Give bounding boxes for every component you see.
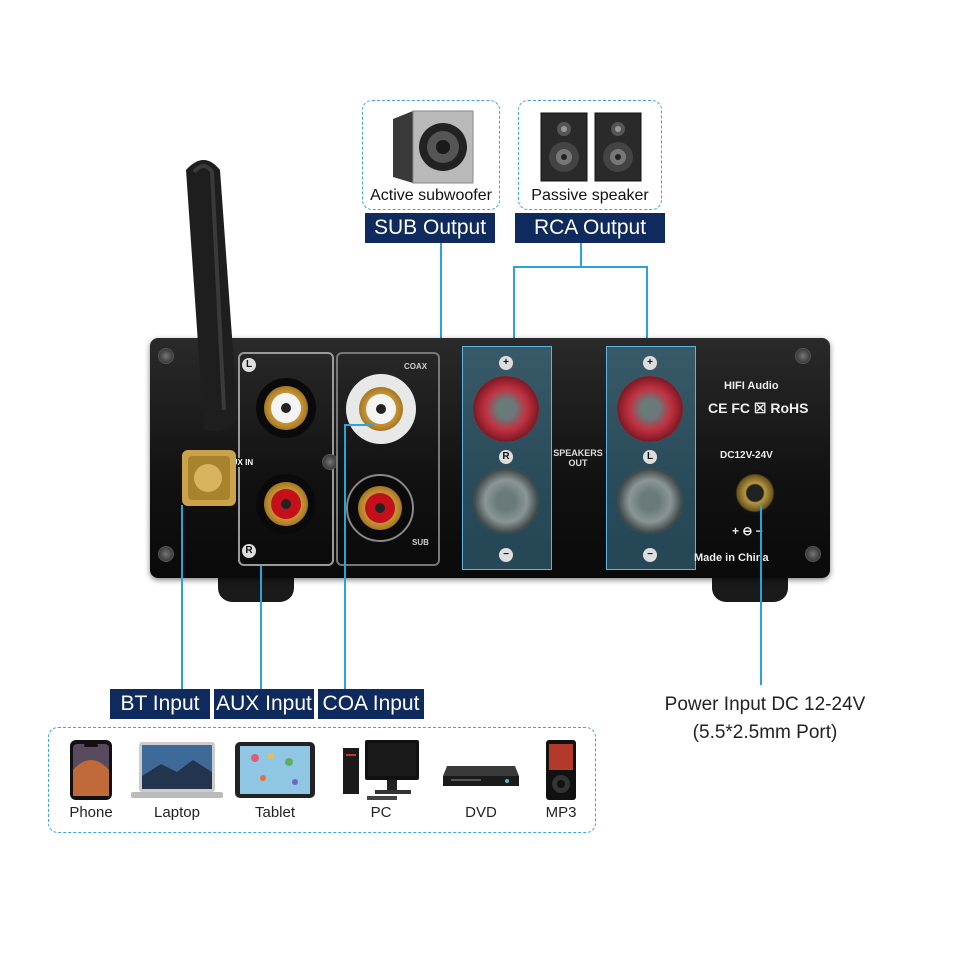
aux-left-badge: L xyxy=(242,358,256,372)
left-negative-binding-post[interactable] xyxy=(617,468,683,534)
coax-rca-jack[interactable] xyxy=(346,374,416,444)
bt-input-label: BT Input xyxy=(110,689,210,719)
device-pc: PC xyxy=(339,738,423,828)
power-input-line xyxy=(760,505,762,685)
rca-output-line-h xyxy=(513,266,648,268)
certs-text: CE FC ☒ RoHS xyxy=(708,400,809,416)
rca-left-drop xyxy=(513,266,515,346)
dc-label: DC12V-24V xyxy=(720,450,773,461)
aux-in-text: AUX IN xyxy=(226,458,254,467)
screw-icon xyxy=(158,546,174,562)
right-negative-binding-post[interactable] xyxy=(473,468,539,534)
coax-text: COAX xyxy=(404,362,428,371)
sub-rca-jack[interactable] xyxy=(346,474,414,542)
made-in-text: Made in China xyxy=(694,552,769,564)
device-label: PC xyxy=(370,804,392,821)
aux-input-label: AUX Input xyxy=(214,689,314,719)
device-tablet: Tablet xyxy=(235,738,315,828)
amplifier-rear-panel: L AUX IN R COAX SUB + R − + L − SPEAKERS… xyxy=(150,338,830,578)
aux-left-rca-jack[interactable] xyxy=(256,378,316,438)
passive-speaker-box: Passive speaker xyxy=(518,100,662,210)
subwoofer-box: Active subwoofer xyxy=(362,100,500,210)
aux-input-line xyxy=(260,566,262,690)
screw-icon xyxy=(805,546,821,562)
source-devices-box: Phone Laptop Tablet PC xyxy=(48,727,596,833)
device-label: Laptop xyxy=(154,804,200,821)
right-positive-binding-post[interactable] xyxy=(473,376,539,442)
dvd-icon xyxy=(443,766,519,786)
power-input-line2: (5.5*2.5mm Port) xyxy=(692,722,838,743)
pc-icon xyxy=(343,740,419,800)
antenna-icon xyxy=(182,160,238,506)
device-dvd: DVD xyxy=(441,738,521,828)
subwoofer-icon xyxy=(393,110,474,184)
rca-right-drop xyxy=(646,266,648,346)
coax-sub-panel xyxy=(336,352,440,566)
rca-output-line-v xyxy=(580,243,582,267)
sub-output-label: SUB Output xyxy=(365,213,495,243)
plus-badge: + xyxy=(499,356,513,370)
device-phone: Phone xyxy=(59,738,123,828)
plus-badge: + xyxy=(643,356,657,370)
device-label: DVD xyxy=(465,804,497,821)
device-label: Phone xyxy=(69,804,113,821)
rca-output-label: RCA Output xyxy=(515,213,665,243)
screw-icon xyxy=(158,348,174,364)
device-label: Tablet xyxy=(254,804,296,821)
bt-input-line xyxy=(181,505,183,690)
power-input-line1: Power Input DC 12-24V xyxy=(664,694,866,715)
subwoofer-caption: Active subwoofer xyxy=(370,187,492,204)
coa-input-line-h xyxy=(344,424,374,426)
l-badge: L xyxy=(643,450,657,464)
sub-text: SUB xyxy=(412,538,429,547)
tablet-icon xyxy=(235,742,315,798)
left-positive-binding-post[interactable] xyxy=(617,376,683,442)
passive-speaker-icon xyxy=(540,112,642,182)
device-laptop: Laptop xyxy=(131,738,223,828)
laptop-icon xyxy=(131,742,223,798)
passive-speaker-caption: Passive speaker xyxy=(531,187,649,204)
minus-badge: − xyxy=(643,548,657,562)
r-badge: R xyxy=(499,450,513,464)
coa-input-line-v xyxy=(344,425,346,690)
device-label: MP3 xyxy=(545,804,577,821)
speakers-out-text: SPEAKERS OUT xyxy=(553,448,603,468)
phone-icon xyxy=(70,740,112,800)
brand-text: HIFI Audio xyxy=(724,380,779,392)
screw-icon xyxy=(795,348,811,364)
minus-badge: − xyxy=(499,548,513,562)
aux-right-badge: R xyxy=(242,544,256,558)
device-mp3: MP3 xyxy=(533,738,589,828)
mp3-icon xyxy=(546,740,576,800)
aux-right-rca-jack[interactable] xyxy=(256,474,316,534)
dc-power-jack[interactable] xyxy=(732,470,778,516)
coa-input-label: COA Input xyxy=(318,689,424,719)
polarity-symbol: + ⊖ − xyxy=(732,524,763,538)
